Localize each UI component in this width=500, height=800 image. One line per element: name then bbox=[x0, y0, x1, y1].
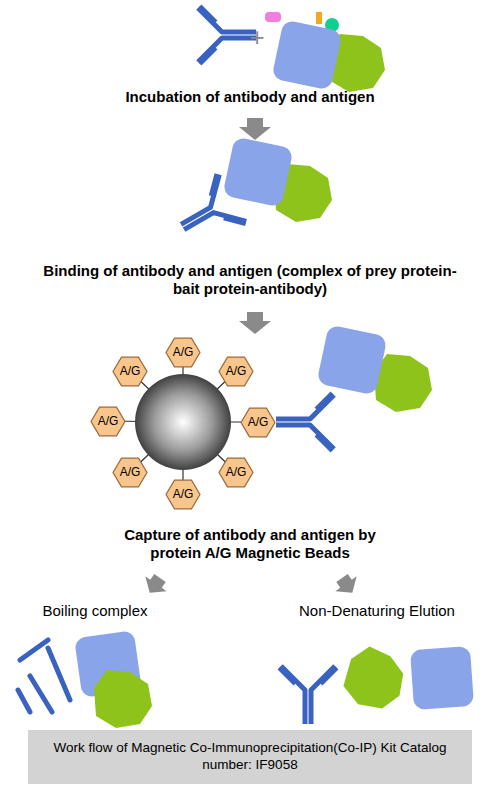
spokes bbox=[108, 352, 258, 494]
protein-label: A/G bbox=[173, 487, 194, 502]
antibody bbox=[276, 393, 334, 451]
bait-protein bbox=[316, 324, 387, 395]
antibody bbox=[198, 6, 256, 64]
bait-protein bbox=[410, 646, 474, 710]
bait-protein bbox=[271, 19, 342, 90]
step-caption: Capture of antibody and antigen by prote… bbox=[100, 526, 400, 562]
flow-arrow bbox=[139, 571, 171, 601]
flow-arrow bbox=[331, 571, 363, 601]
step-caption: Incubation of antibody and antigen bbox=[30, 88, 470, 106]
tag bbox=[316, 12, 322, 24]
ag-hexagon: A/G bbox=[112, 455, 148, 490]
step-caption: Binding of antibody and antigen (complex… bbox=[40, 262, 460, 298]
ag-hexagon: A/G bbox=[165, 477, 201, 512]
antibody bbox=[168, 173, 247, 252]
tag bbox=[265, 12, 281, 22]
prey-protein bbox=[337, 642, 411, 716]
prey-protein bbox=[374, 354, 432, 412]
protein-label: A/G bbox=[98, 414, 119, 429]
bait-protein bbox=[222, 136, 293, 207]
protein-label: A/G bbox=[120, 364, 141, 379]
ag-hexagon: A/G bbox=[90, 404, 126, 439]
prey-protein bbox=[94, 670, 152, 728]
protein-label: A/G bbox=[226, 465, 247, 480]
ag-hexagon: A/G bbox=[218, 455, 254, 490]
protein-label: A/G bbox=[120, 465, 141, 480]
branch-caption: Non-Denaturing Elution bbox=[262, 602, 492, 620]
branch-caption: Boiling complex bbox=[10, 602, 180, 620]
caption-box: Work flow of Magnetic Co-Immunoprecipita… bbox=[28, 730, 472, 784]
ag-hexagon: A/G bbox=[218, 354, 254, 389]
caption-text: Work flow of Magnetic Co-Immunoprecipita… bbox=[36, 740, 464, 774]
ag-hexagon: A/G bbox=[112, 354, 148, 389]
protein-label: A/G bbox=[248, 415, 269, 430]
denatured-antibody bbox=[18, 640, 70, 712]
plus-sign: + bbox=[244, 22, 270, 53]
ag-hexagon: A/G bbox=[240, 405, 276, 440]
ag-hexagon: A/G bbox=[165, 335, 201, 370]
antibody bbox=[279, 666, 337, 724]
protein-label: A/G bbox=[226, 364, 247, 379]
magnetic-bead bbox=[135, 374, 231, 470]
flow-arrow bbox=[239, 312, 271, 334]
flow-arrow bbox=[239, 118, 271, 140]
protein-label: A/G bbox=[173, 345, 194, 360]
